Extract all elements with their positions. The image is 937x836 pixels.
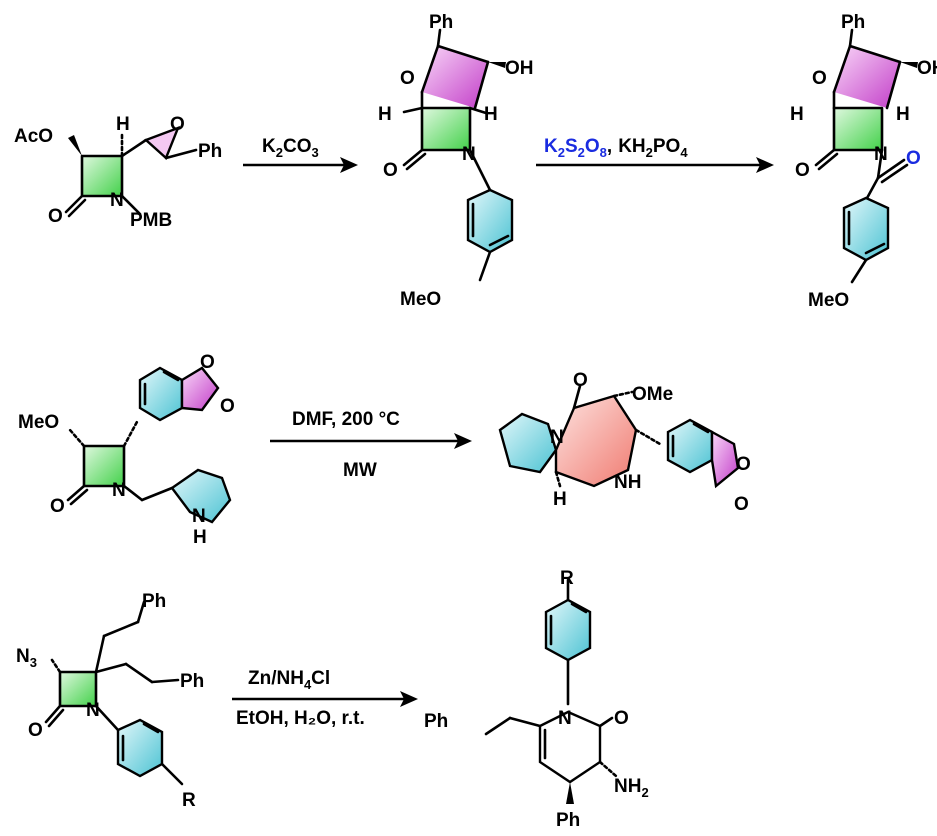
o-label: O bbox=[795, 160, 810, 181]
n-label: N bbox=[558, 708, 572, 729]
ph-left-label: Ph bbox=[424, 711, 448, 732]
row1-product-2: Ph OH O H H O N O MeO bbox=[790, 12, 937, 311]
o-label: O bbox=[28, 720, 43, 741]
pmb-label: PMB bbox=[130, 210, 172, 231]
n3-label: N3 bbox=[16, 646, 37, 670]
ph-label: Ph bbox=[429, 12, 453, 33]
dioxole-o2-label: O bbox=[220, 396, 235, 417]
nh-h-label: H bbox=[193, 527, 207, 548]
ome-label: OMe bbox=[632, 384, 673, 405]
benzene-ring bbox=[116, 718, 164, 778]
r-label: R bbox=[182, 790, 196, 811]
benzene-ring bbox=[466, 188, 514, 254]
reaction-arrow-3: DMF, 200 °C MW bbox=[270, 409, 472, 481]
arrow4-bottom-label: EtOH, H₂O, r.t. bbox=[236, 708, 365, 729]
r-label: R bbox=[560, 568, 574, 589]
ph2-label: Ph bbox=[180, 671, 204, 692]
ph-label: Ph bbox=[198, 141, 222, 162]
h-label: H bbox=[553, 489, 567, 510]
epoxide-o-label: O bbox=[170, 114, 185, 135]
epoxide-ring bbox=[143, 125, 181, 161]
oh-label: OH bbox=[505, 58, 534, 79]
arrow4-top-label: Zn/NH4Cl bbox=[248, 668, 330, 692]
benzene-ring bbox=[544, 598, 592, 662]
reaction-arrow-4: Zn/NH4Cl EtOH, H₂O, r.t. bbox=[232, 668, 418, 729]
oh-label: OH bbox=[917, 58, 937, 79]
n-label: N bbox=[550, 427, 564, 448]
ring-o-label: O bbox=[400, 68, 415, 89]
reaction-arrow-1: K2CO3 bbox=[243, 136, 358, 173]
beta-lactam-ring bbox=[834, 108, 882, 150]
h-label: H bbox=[116, 114, 130, 135]
meo-label: MeO bbox=[400, 289, 441, 310]
piperidine-ring bbox=[170, 468, 232, 524]
n-label: N bbox=[462, 144, 476, 165]
ph-label: Ph bbox=[556, 810, 580, 831]
h-right-label: H bbox=[484, 104, 498, 125]
carbonyl-o-label: O bbox=[906, 148, 921, 169]
n-label: N bbox=[112, 480, 126, 501]
ph-label: Ph bbox=[841, 12, 865, 33]
arrow3-bottom-label: MW bbox=[343, 460, 377, 481]
nh-n-label: N bbox=[192, 506, 206, 527]
benzene-ring bbox=[842, 196, 890, 262]
ring-o-label: O bbox=[812, 68, 827, 89]
wedge-bond bbox=[68, 135, 82, 156]
dioxole-ring bbox=[710, 429, 740, 489]
reaction-arrow-2: K2S2O8,KH2PO4 bbox=[536, 136, 774, 173]
h-left-label: H bbox=[790, 104, 804, 125]
o-label: O bbox=[573, 370, 588, 391]
h-left-label: H bbox=[378, 104, 392, 125]
row3-starting-material: N3 Ph Ph O N R bbox=[16, 591, 204, 811]
row3-product: R Ph N O NH2 Ph bbox=[424, 568, 649, 831]
beta-lactam-ring bbox=[422, 108, 470, 150]
beta-lactam-ring bbox=[82, 156, 122, 196]
meo-label: MeO bbox=[808, 290, 849, 311]
dioxole-ring bbox=[180, 366, 220, 412]
thf-ring bbox=[422, 46, 488, 108]
h-right-label: H bbox=[896, 104, 910, 125]
o-label: O bbox=[48, 206, 63, 227]
nh-label: NH bbox=[614, 472, 641, 493]
arrow2-reagents: K2S2O8,KH2PO4 bbox=[544, 136, 688, 160]
row2-starting-material: MeO O N N H O O bbox=[18, 352, 235, 548]
meo-label: MeO bbox=[18, 412, 59, 433]
thf-ring bbox=[834, 46, 900, 108]
benzene-ring bbox=[666, 418, 714, 474]
dioxole-o1-label: O bbox=[200, 352, 215, 373]
row2-product: O OMe N NH H O O bbox=[498, 370, 751, 515]
dioxole-o1-label: O bbox=[736, 454, 751, 475]
ph1-label: Ph bbox=[142, 591, 166, 612]
arrow1-reagent: K2CO3 bbox=[262, 136, 319, 160]
row1-product-1: Ph OH O H H O N MeO bbox=[378, 12, 534, 310]
aco-label: AcO bbox=[14, 126, 53, 147]
arrow3-top-label: DMF, 200 °C bbox=[292, 409, 400, 430]
o-label: O bbox=[50, 496, 65, 517]
n-label: N bbox=[86, 700, 100, 721]
beta-lactam-ring bbox=[60, 672, 96, 706]
piperidine-ring bbox=[498, 412, 558, 474]
n-label: N bbox=[874, 144, 888, 165]
beta-lactam-ring bbox=[84, 446, 124, 486]
nh2-label: NH2 bbox=[614, 776, 649, 800]
row1-starting-material: AcO H O Ph N O PMB bbox=[14, 114, 222, 231]
o-label: O bbox=[383, 160, 398, 181]
o-label: O bbox=[614, 708, 629, 729]
diazepane-ring bbox=[554, 394, 638, 488]
dioxole-o2-label: O bbox=[734, 494, 749, 515]
n-label: N bbox=[110, 190, 124, 211]
